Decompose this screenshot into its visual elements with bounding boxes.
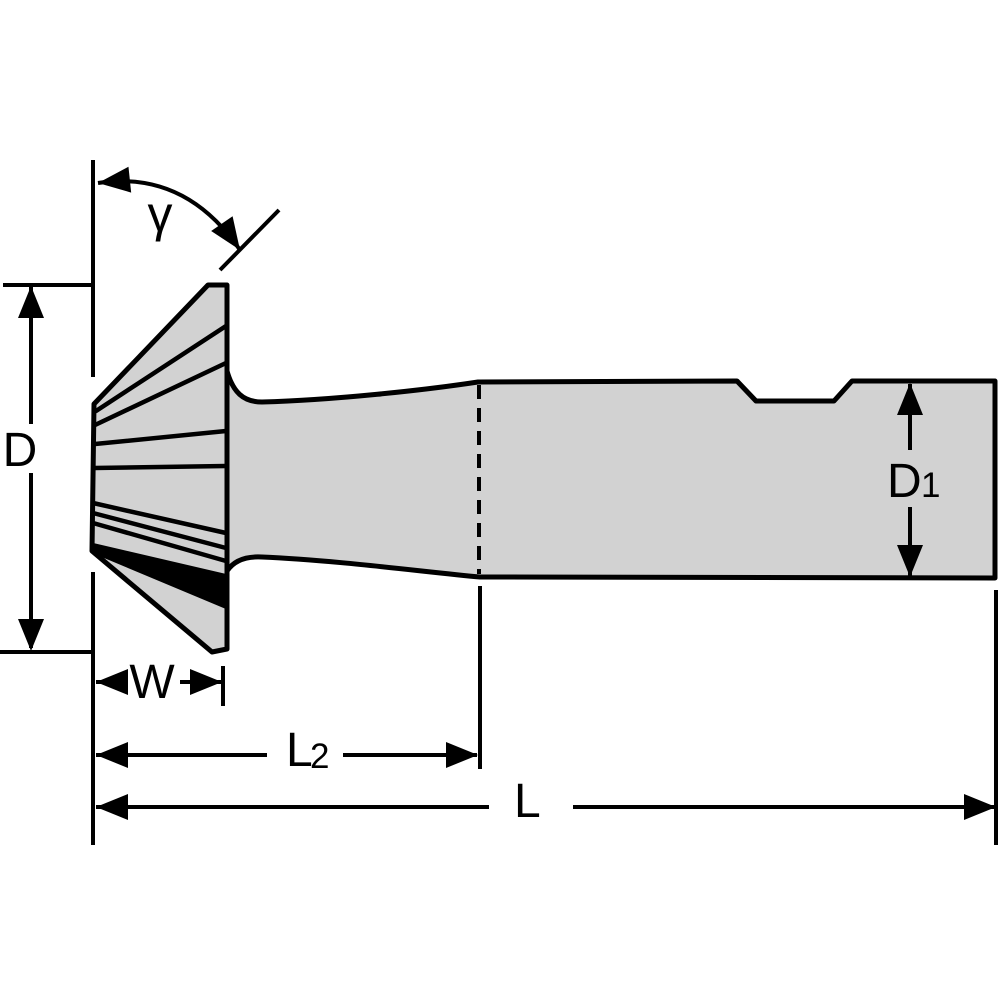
flute-lines: [90, 323, 229, 609]
l-label: L: [514, 775, 541, 828]
l2-label-sub: 2: [310, 737, 329, 776]
flute-shadow-band: [92, 543, 227, 609]
flute-line: [90, 500, 229, 536]
d-label: D: [3, 424, 38, 477]
w-arrowhead-right: [190, 669, 222, 695]
w-arrowhead-left: [96, 669, 128, 695]
l2-arrowhead-left: [96, 742, 128, 768]
gamma-arrowhead-left: [98, 166, 132, 193]
gamma-label: γ: [148, 186, 173, 242]
d1-arrowhead-up: [897, 383, 923, 415]
flute-line: [93, 323, 229, 414]
l2-arrowhead-right: [446, 742, 478, 768]
d1-arrowhead-down: [897, 545, 923, 577]
d-arrowhead-down: [18, 619, 44, 651]
tool-body: [89, 282, 998, 655]
dimension-l: L: [96, 775, 996, 828]
flute-line: [90, 510, 229, 551]
flute-line: [92, 360, 229, 428]
extension-lines: [0, 160, 998, 845]
l2-label-main: L: [286, 724, 313, 777]
d-arrowhead-up: [18, 286, 44, 318]
shank-outline: [224, 368, 998, 581]
l-arrowhead-left: [96, 794, 128, 820]
d1-label-main: D: [887, 455, 922, 508]
gamma-arrowhead-right: [211, 216, 240, 250]
flute-line: [90, 520, 229, 564]
flute-line: [91, 463, 229, 471]
dimension-gamma: γ: [97, 166, 281, 272]
w-label: W: [129, 656, 175, 709]
dimension-l2: L 2: [96, 724, 478, 777]
dimension-d1: D 1: [887, 383, 940, 577]
flute-line: [92, 428, 229, 447]
dimension-d: D: [3, 286, 44, 651]
d1-label-sub: 1: [921, 466, 940, 505]
dimension-w: W: [96, 656, 222, 709]
gamma-face-line: [218, 208, 281, 272]
l-arrowhead-right: [964, 794, 996, 820]
